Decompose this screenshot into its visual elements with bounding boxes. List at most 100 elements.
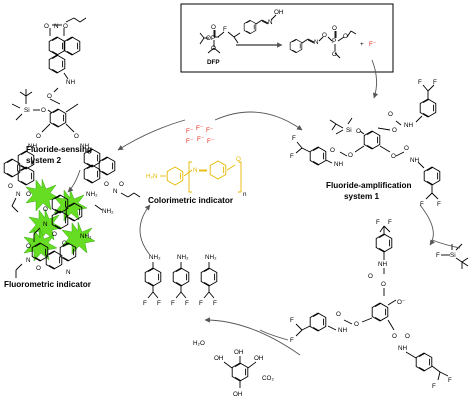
phenoxide-intermediate: F F NH O O O⁻ O O NH F F O O NH F [290,219,452,390]
pi-top-ester-o: O [381,281,386,288]
fl-top-imide-o2: O [52,231,57,238]
triol-oh-bottom: OH [233,391,243,398]
f-ion-5: F⁻ [197,136,204,143]
system-1-label: system 1 [344,192,379,201]
fluorometric-indicator-group: NH₂ O N O NH₂ NH₂ O N O O N [15,178,114,278]
tbs-fluoride-side-product: F Si [436,243,469,269]
plus-sign: + [360,41,364,48]
s1-left-f1: F [292,135,296,142]
pi-right-nh: NH [398,345,408,352]
an3-f2: F [213,300,217,307]
s1-right-co-o: O [404,145,409,152]
pi-phenoxide-o: O⁻ [397,299,405,306]
pi-right-f1: F [432,383,436,390]
fl-bottom-nh2: NH₂ [80,233,92,240]
an1-f2: F [157,300,161,307]
an1-f1: F [143,300,147,307]
oxime-structure: N OH [243,9,284,35]
f-ion-1: F⁻ [186,128,193,135]
dfp-label: DFP [207,59,220,66]
pi-top-nh: NH [378,261,388,268]
triol-oh-top: OH [234,349,244,356]
released-fluoride-ion: F⁻ [369,41,376,48]
ci-azomethine-n: N [193,167,198,174]
system-2-label: system 2 [26,156,61,165]
an2-f1: F [171,300,175,307]
s1-right-nh: NH [410,157,420,164]
dfp-phosphorus-atom: P [211,35,215,42]
s2-br-imide-o2: O [119,181,124,188]
fl-mid-nh2: NH₂ [102,208,114,215]
tbsf-si: Si [450,252,456,259]
an2-f2: F [185,300,189,307]
an2-nh2: NH₂ [177,254,189,261]
dfp-reaction-box: O P F O O DFP N OH [180,3,394,73]
fluoride-amplification-system-1: F F NH O O Si O O O NH F F O O NH [290,79,441,208]
pi-top-f1: F [376,219,380,226]
phosphonylated-oxime-product: N O O P O O + F⁻ [289,25,376,59]
repeat-bracket-right [238,161,242,193]
repeat-bracket-left [188,161,192,193]
fluoride-ion-cluster: F⁻ F⁻ F⁻ F⁻ F⁻ F⁻ [186,125,214,145]
arrow-to-system-2 [117,119,186,151]
f-ion-2: F⁻ [196,125,203,132]
fl-bottom-imide-o: O [26,243,31,250]
co2-label: CO₂ [262,375,274,382]
s2-nh-left-lower: NH [28,143,38,150]
s2-top-imide-o-left: O [44,23,49,30]
arrow-fragmentation [204,317,301,356]
pi-left-f1: F [290,317,294,324]
s1-right-f1: F [420,201,424,208]
oxime-n-atom: N [268,19,273,26]
repeat-n: n [243,191,247,198]
colorimetric-indicator-structure: H₂N N O n [146,156,247,198]
dfp-ester-o-left: O [206,35,211,42]
pi-top-f2: F [388,219,392,226]
ci-h2n: H₂N [146,173,158,180]
fluoride-sensing-system-2: O N O NH O Si O O O NH NH O N O [3,17,141,213]
an3-nh2: NH₂ [205,254,217,261]
fl-bottom-o3: O [62,240,67,247]
triol-oh-right: OH [254,355,264,362]
s2-nh-right-lower: NH [80,143,90,150]
s2-carbamate-o: O [47,93,52,100]
f-ion-6: F⁻ [207,138,214,145]
s2-bl-imide-n: N [16,191,21,198]
s2-bl-imide-o1: O [8,183,13,190]
dfp-ester-o-bottom: O [211,45,216,52]
s1-tr-ester-o: O [392,127,397,134]
pi-left-f2: F [290,337,294,344]
s2-silyl-o: O [41,107,46,114]
pi-right-ester-o: O [392,333,397,340]
s1-left-ester-o: O [348,152,353,159]
pi-top-co-o: O [368,273,373,280]
pi-right-co-o: O [405,333,410,340]
f-ion-4: F⁻ [186,138,193,145]
product-n-atom: N [314,39,319,46]
s1-silyl-o: O [356,128,361,135]
arrow-desilylation [419,204,435,246]
arrow-tbsf-branch [431,239,461,249]
fl-top-imide-o: O [43,206,48,213]
product-o-bridge: O [322,32,327,39]
s2-top-nh: NH [66,79,76,86]
pi-left-nh: NH [338,327,348,334]
s1-right-ester-o: O [391,153,396,160]
s1-right-f2: F [437,201,441,208]
fl-top-nh2: NH₂ [86,191,98,198]
oxime-oh-group: OH [274,9,284,16]
dfp-structure: O P F O O DFP [199,24,241,66]
s1-tr-co-o: O [388,111,393,118]
fl-bottom-n2: N [66,269,71,276]
arrow-to-fluorometric [67,169,81,193]
an1-nh2: NH₂ [149,254,161,261]
s2-br-imide-n: N [113,188,118,195]
arrow-fluoride-release [371,59,379,99]
s1-left-f2: F [290,153,294,160]
tbsf-f: F [436,252,440,259]
fl-top-imide-n: N [43,221,48,228]
product-p-atom: P [332,38,336,45]
water-label: H₂O [193,340,205,347]
product-o-right: O [343,33,348,40]
